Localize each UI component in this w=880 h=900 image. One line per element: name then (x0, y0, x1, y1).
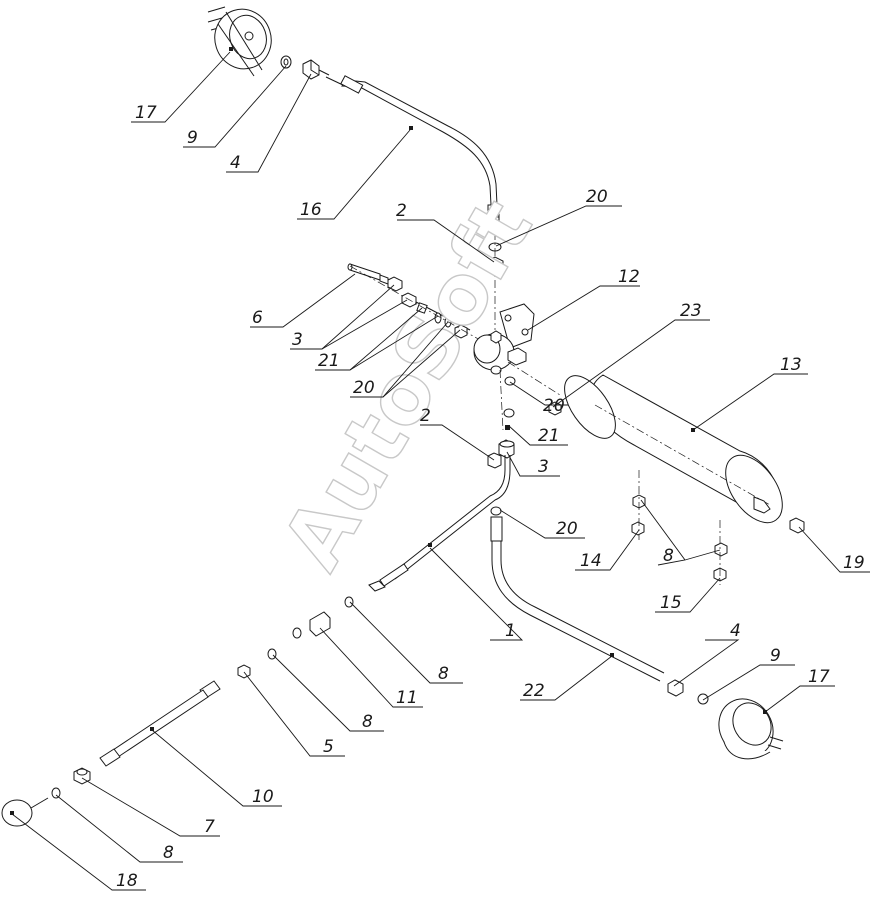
pipe-16 (325, 75, 500, 231)
callout-19: 19 (843, 553, 865, 573)
callout-11: 11 (396, 688, 418, 708)
callout-23: 23 (680, 301, 702, 321)
callout-20-low: 20 (556, 519, 578, 539)
callout-1: 1 (505, 621, 516, 641)
callout-15: 15 (660, 593, 682, 613)
callout-20-left: 20 (353, 378, 375, 398)
fitting-upper (302, 59, 330, 80)
callout-20-valve: 20 (543, 396, 565, 416)
callout-4-lower: 4 (730, 621, 741, 641)
callout-2-mid: 2 (420, 406, 431, 426)
valve-fittings (498, 376, 562, 459)
callout-2-top: 2 (396, 201, 407, 221)
valve-12 (473, 303, 561, 431)
callout-5: 5 (323, 737, 334, 757)
callout-8-tank: 8 (663, 546, 674, 566)
lower-left-end (1, 767, 91, 827)
callout-22: 22 (523, 681, 545, 701)
callout-4-upper: 4 (230, 153, 241, 173)
callout-8-bottom: 8 (163, 843, 174, 863)
callout-21-left: 21 (318, 351, 340, 371)
callout-7: 7 (204, 817, 215, 837)
callout-17-upper: 17 (135, 103, 157, 123)
nut-lower-valve (487, 452, 502, 469)
callout-20-top: 20 (586, 187, 608, 207)
callout-12: 12 (618, 267, 640, 287)
callout-8-lower: 8 (362, 712, 373, 732)
callout-13: 13 (780, 355, 802, 375)
pipe-10 (99, 680, 221, 767)
brake-chamber-lower (667, 679, 784, 760)
callout-6: 6 (252, 308, 263, 328)
callout-9-lower: 9 (770, 646, 781, 666)
callout-10: 10 (252, 787, 274, 807)
callout-8-mid: 8 (438, 664, 449, 684)
lower-left-fittings (237, 580, 386, 679)
callout-16: 16 (300, 200, 322, 220)
callout-14: 14 (580, 551, 602, 571)
callout-3-mid: 3 (538, 457, 549, 477)
pipe-22 (490, 506, 665, 682)
callout-9-upper: 9 (187, 128, 198, 148)
brake-chamber-upper (207, 6, 272, 77)
washer-upper (280, 55, 292, 69)
callout-21-mid: 21 (538, 426, 560, 446)
callout-18: 18 (116, 871, 138, 891)
callouts: 17 9 4 16 20 2 12 6 3 21 20 23 13 20 2 2… (116, 103, 865, 891)
callout-17-lower: 17 (808, 667, 830, 687)
callout-3-left: 3 (292, 330, 303, 350)
leader-lines (11, 51, 870, 891)
